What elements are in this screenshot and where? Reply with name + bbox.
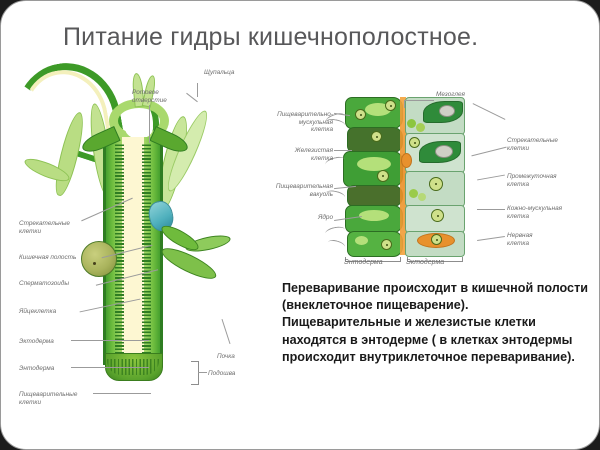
- flagellum: [324, 225, 346, 239]
- leader-mesoglea: [404, 100, 434, 101]
- leader-ectoderm: [71, 340, 149, 341]
- label-ectoderm: Эктодерма: [19, 338, 54, 345]
- nucleus-shape: [409, 137, 420, 148]
- intermediate-cell-cluster: [409, 189, 418, 198]
- label-nucleus: Ядро: [318, 214, 333, 221]
- leader-tentacles: [197, 83, 198, 97]
- label-digestive-cells: Пищеварительные клетки: [19, 391, 78, 406]
- endoderm-column: [324, 97, 403, 257]
- egg-cell-shape: [81, 241, 117, 277]
- leader-sting-2: [471, 146, 507, 157]
- leader-digestive: [93, 393, 151, 394]
- digestive-vacuole-shape: [357, 157, 391, 171]
- digestive-fringe-left: [115, 143, 124, 357]
- label-tentacles: Щупальца: [204, 69, 235, 76]
- digestive-muscular-cell-shape: [347, 231, 403, 257]
- digestive-fringe-right: [142, 143, 151, 357]
- label-mouth-opening: Ротовое отверстие: [132, 89, 167, 104]
- label-stinging-cells-layers: Стрекательные клетки: [507, 137, 558, 152]
- label-nerve-cell: Нервная клетка: [507, 232, 533, 247]
- nucleus-shape: [431, 209, 444, 222]
- label-digestive-vacuole: Пищеварительная вакуоль: [275, 183, 333, 198]
- stinging-capsule: [435, 145, 453, 158]
- leader-intermediate: [477, 174, 505, 181]
- leader-sole: [198, 372, 207, 373]
- bracket-sole: [191, 361, 199, 385]
- ectoderm-column: [401, 97, 465, 257]
- cell-layers-illustration: [324, 97, 465, 262]
- label-spermatozoa: Сперматозоиды: [19, 280, 70, 287]
- label-gland-cell: Железистая клетка: [294, 147, 333, 162]
- egg-nucleus: [93, 262, 96, 265]
- label-intermediate-cell: Промежуточная клетка: [507, 173, 557, 188]
- label-egg-cell: Яйцеклетка: [19, 308, 57, 315]
- nucleus-shape: [377, 170, 389, 182]
- bracket-ectoderm: [407, 257, 463, 262]
- nucleus-shape: [381, 239, 392, 250]
- leader-sting-1: [472, 103, 506, 120]
- flagellum: [326, 238, 347, 252]
- leader-endoderm: [71, 367, 149, 368]
- nucleus-shape: [385, 100, 396, 111]
- digestive-vacuole-shape: [355, 236, 368, 245]
- label-mesoglea: Мезоглея: [436, 91, 465, 98]
- body-text: Переваривание происходит в кишечной поло…: [282, 281, 588, 364]
- caption-endoderm: Энтодерма: [344, 259, 383, 266]
- label-gastric-cavity: Кишечная полость: [19, 254, 77, 261]
- page-title: Питание гидры кишечнополостное.: [63, 23, 479, 51]
- intermediate-cell-cluster: [418, 193, 426, 201]
- digestive-vacuole-shape: [365, 103, 391, 116]
- caption-ectoderm: Эктодерма: [406, 259, 445, 266]
- leader-mouth: [149, 105, 150, 143]
- intermediate-cell-cluster: [407, 119, 416, 128]
- leader-mesoglea-v: [404, 100, 405, 108]
- label-sole: Подошва: [208, 370, 236, 377]
- gland-cell-shape: [347, 185, 403, 207]
- label-endoderm: Энтодерма: [19, 365, 55, 372]
- stinging-capsule: [439, 105, 455, 117]
- mesoglea-layer: [400, 97, 406, 255]
- leader-nerve: [477, 236, 505, 241]
- label-bud: Почка: [217, 353, 235, 360]
- nucleus-shape: [355, 109, 366, 120]
- digestive-vacuole-shape: [359, 210, 389, 221]
- label-stinging-cells: Стрекательные клетки: [19, 220, 70, 235]
- mouth-opening-hole: [125, 117, 153, 139]
- label-epithelial-muscular-cell: Кожно-мускульная клетка: [507, 205, 563, 220]
- nucleus-shape: [429, 177, 443, 191]
- intermediate-cell-cluster: [416, 123, 425, 132]
- leader-gland: [334, 150, 352, 151]
- bracket-endoderm: [345, 257, 401, 262]
- label-digestive-muscular-cell: Пищеварительно- мускульная клетка: [277, 111, 333, 134]
- leader-epithelial: [477, 209, 505, 210]
- nucleus-shape: [371, 131, 382, 142]
- mesoglea-nerve-dot: [401, 153, 412, 168]
- nucleus-shape: [431, 234, 442, 245]
